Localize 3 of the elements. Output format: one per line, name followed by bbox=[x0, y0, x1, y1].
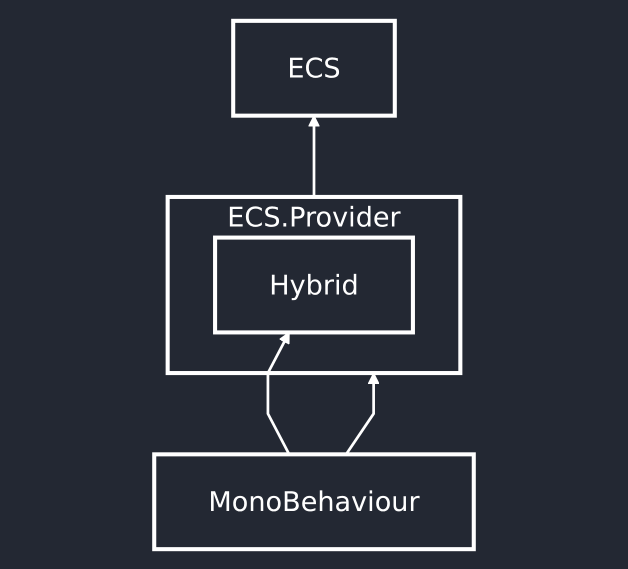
node-box: ECS bbox=[231, 18, 397, 118]
node-box: MonoBehaviour bbox=[152, 452, 476, 551]
node-box: Hybrid bbox=[213, 235, 415, 334]
